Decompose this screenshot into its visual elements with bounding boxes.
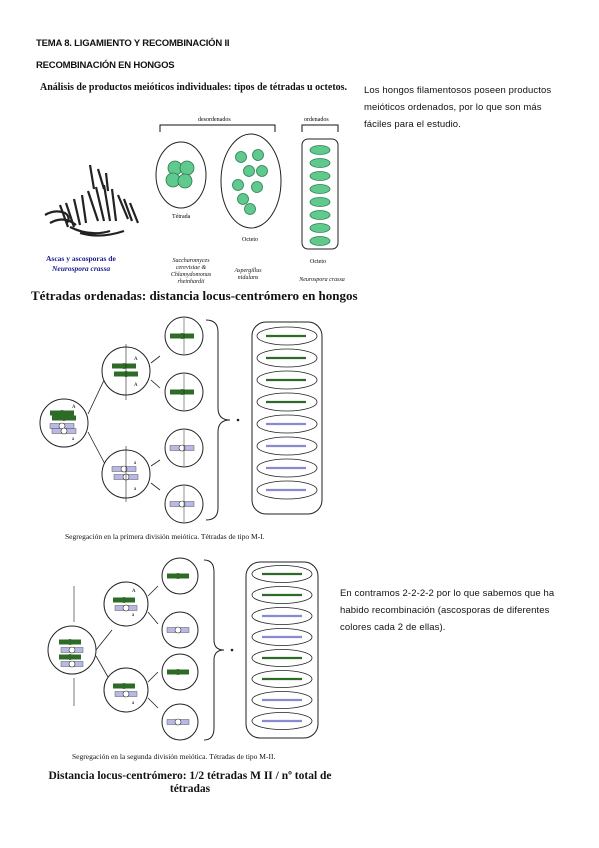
desordenados-label: desordenados xyxy=(198,117,231,123)
octeto-label-2: Octeto xyxy=(310,259,326,265)
figure3-second-division-diagram: a A a xyxy=(47,557,319,741)
section-subtitle: RECOMBINACIÓN EN HONGOS xyxy=(36,60,175,71)
svg-text:A: A xyxy=(134,383,138,388)
svg-text:a: a xyxy=(134,461,137,466)
figure1-title: Análisis de productos meióticos individu… xyxy=(40,82,348,93)
tetrada-label: Tétrada xyxy=(172,214,191,220)
svg-text:A: A xyxy=(134,357,138,362)
side-note-2: En contramos 2-2-2-2 por lo que sabemos … xyxy=(340,588,555,633)
ascas-label-2: Neurospora crassa xyxy=(51,264,110,273)
figure1-tetrad-types: Ascas y ascosporas de Neurospora crassa … xyxy=(44,117,339,273)
ascas-label-1: Ascas y ascosporas de xyxy=(46,254,116,263)
octeto-label-1: Octeto xyxy=(242,237,258,243)
svg-text:a: a xyxy=(132,613,135,618)
svg-text:a: a xyxy=(72,437,75,442)
neurospora-label: Neurospora crassa xyxy=(299,277,345,283)
svg-text:a: a xyxy=(134,487,137,492)
figure2-first-division-diagram: Aa A A a a xyxy=(39,316,323,524)
side-note-1: Los hongos filamentosos poseen productos… xyxy=(364,85,552,130)
ordered-tetrads-title: Tétradas ordenadas: distancia locus-cent… xyxy=(31,288,358,303)
distance-formula: Distancia locus-centrómero: 1/2 tétradas… xyxy=(48,770,332,795)
svg-text:A: A xyxy=(72,405,76,410)
ordenados-label: ordenados xyxy=(304,117,329,123)
figure3-caption: Segregación en la segunda división meiót… xyxy=(72,752,276,761)
asci-photo-illustration xyxy=(44,164,140,237)
svg-text:A: A xyxy=(132,589,136,594)
page-title: TEMA 8. LIGAMIENTO Y RECOMBINACIÓN II xyxy=(36,38,230,49)
figure2-caption: Segregación en la primera división meiót… xyxy=(65,532,265,541)
svg-text:a: a xyxy=(132,701,135,706)
